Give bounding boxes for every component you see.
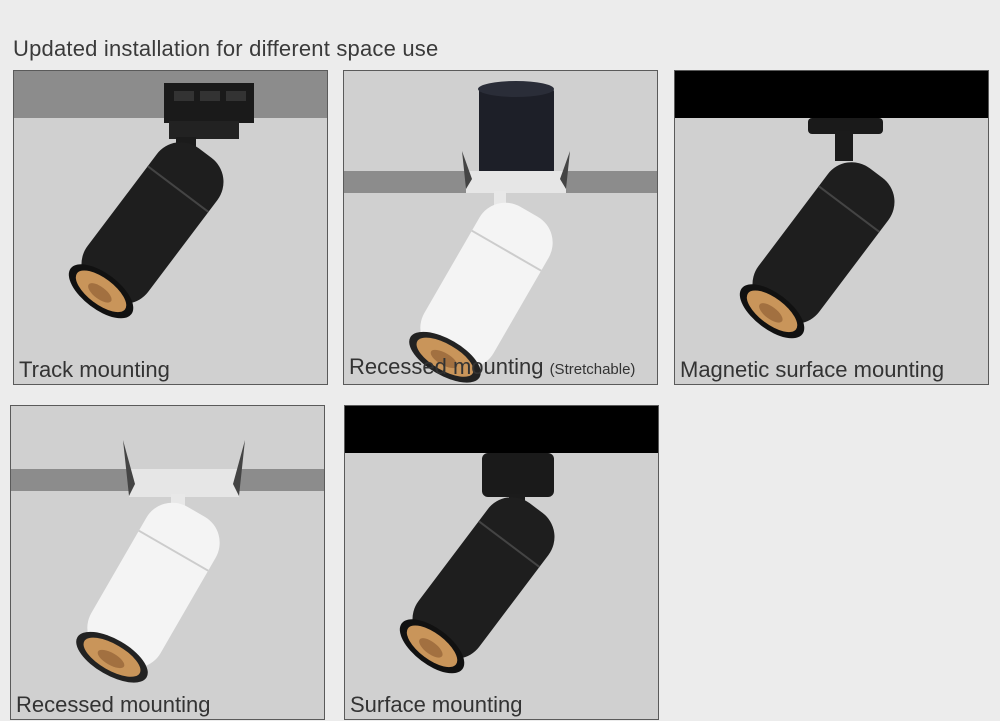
magnetic-spotlight-image (675, 71, 988, 339)
recessed-spotlight-image (11, 440, 324, 683)
magnetic-surface-panel: Magnetic surface mounting (674, 70, 989, 385)
page-title: Updated installation for different space… (13, 36, 439, 61)
panel-caption: Track mounting (19, 357, 170, 382)
track-spotlight-image (14, 71, 327, 319)
recessed-stretchable-panel: Recessed mounting (Stretchable) (343, 70, 658, 385)
track-mounting-panel: Track mounting (13, 70, 328, 385)
stretchable-note: (Stretchable) (549, 361, 636, 378)
surface-spotlight-image (345, 406, 658, 674)
panel-caption: Surface mounting (350, 692, 523, 717)
panel-caption: Recessed mounting (Stretchable) (349, 354, 636, 379)
panel-caption: Magnetic surface mounting (680, 357, 945, 382)
panel-caption: Recessed mounting (16, 692, 211, 717)
recessed-panel: Recessed mounting (10, 405, 325, 720)
surface-mounting-panel: Surface mounting (344, 405, 659, 720)
recessed-stretchable-spotlight-image (344, 81, 657, 383)
